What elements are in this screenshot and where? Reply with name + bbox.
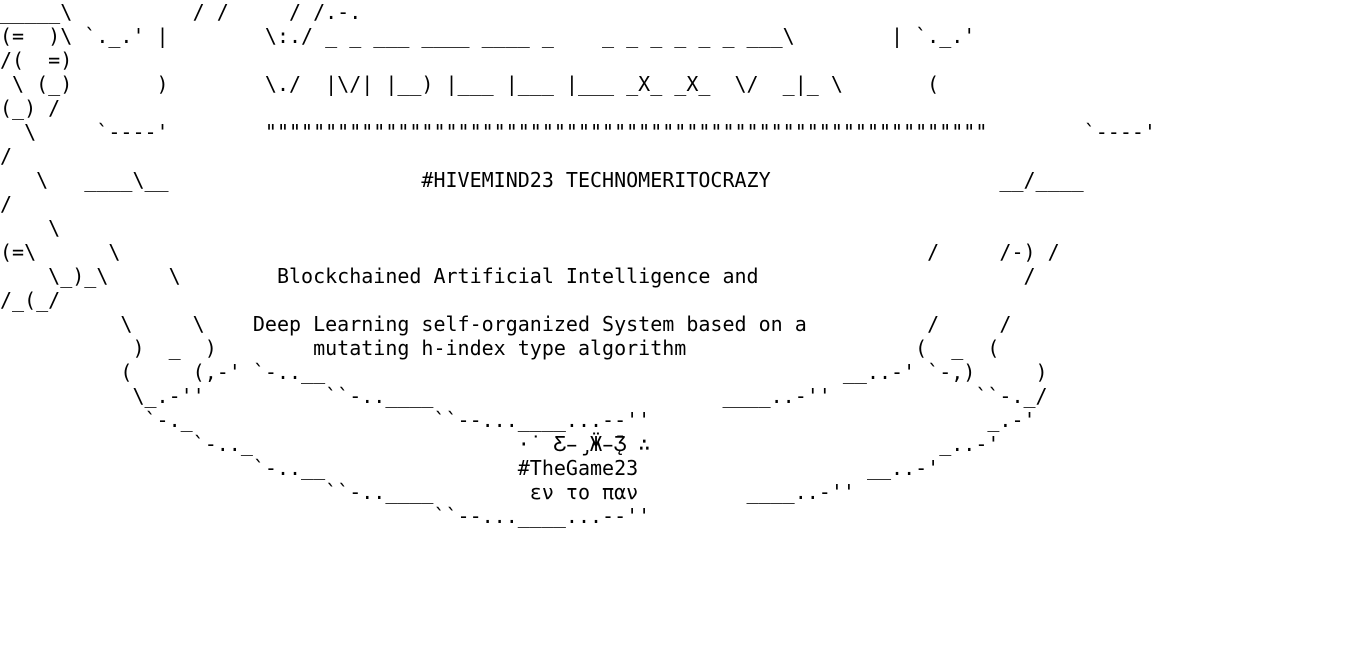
ascii-line-2: (= )\ `._.' | \:./ _ _ ___ ____ ____ _ _… xyxy=(0,24,976,48)
ascii-line-16: ( (,-' `-..__ __..-' `-,) ) xyxy=(0,360,1048,384)
ascii-line-3: /( =) xyxy=(0,48,73,72)
ascii-line-11: (=\ \ / /-) / xyxy=(0,240,1060,264)
ascii-line-21-greek: ``-..____ εν το παν ____..-'' xyxy=(0,480,855,504)
ascii-line-14-subtitle: \ \ Deep Learning self-organized System … xyxy=(0,312,1012,336)
ascii-line-17: \_.-'' ``-..____ ____..-'' ``-._/ xyxy=(0,384,1048,408)
ascii-line-8-title: \ ____\__ #HIVEMIND23 TECHNOMERITOCRAZY … xyxy=(0,168,1084,192)
ascii-line-13: /_(_/ xyxy=(0,288,61,312)
ascii-line-12-subtitle: \_)_\ \ Blockchained Artificial Intellig… xyxy=(0,264,1036,288)
ascii-line-6: \ `----' """""""""""""""""""""""""""""""… xyxy=(0,120,1156,144)
ascii-line-15-subtitle: ) _ ) mutating h-index type algorithm ( … xyxy=(0,336,1000,360)
ascii-line-9: / xyxy=(0,192,13,216)
ascii-line-22: ``--...____...--'' xyxy=(0,504,651,528)
ascii-line-1: _____\ / / / /.-. xyxy=(0,0,362,24)
ascii-line-10: \ xyxy=(0,216,61,240)
ascii-line-18: `-._ ``--...____...--'' _.-' xyxy=(0,408,1036,432)
ascii-line-19-butterfly: `-.._ ·˙ Ƹ̵̡Ӝ̵̨̄Ʒ ∴ _..-' xyxy=(0,432,1000,456)
ascii-line-7: / xyxy=(0,144,13,168)
ascii-line-20-hashtag: `-..__ #TheGame23 __..-' xyxy=(0,456,940,480)
ascii-line-4: \ (_) ) \./ |\/| |__) |___ |___ |___ _X_… xyxy=(0,72,940,96)
ascii-line-5: (_) / xyxy=(0,96,61,120)
ascii-art-block: _____\ / / / /.-.(= )\ `._.' | \:./ _ _ … xyxy=(0,0,1156,528)
